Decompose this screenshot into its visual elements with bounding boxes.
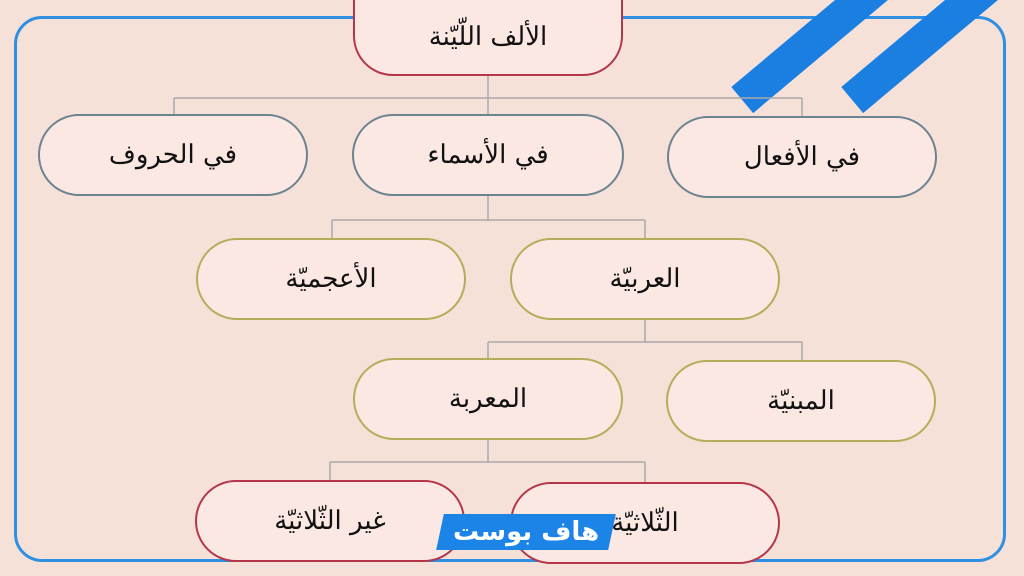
node-declinable: المعربة — [353, 358, 623, 440]
node-arabic: العربيّة — [510, 238, 780, 320]
node-foreign: الأعجميّة — [196, 238, 466, 320]
node-in-verbs: في الأفعال — [667, 116, 937, 198]
node-in-letters: في الحروف — [38, 114, 308, 196]
node-non-triliteral: غير الثّلاثيّة — [195, 480, 465, 562]
watermark-logo: هاف بوست — [436, 514, 616, 550]
node-indeclinable: المبنيّة — [666, 360, 936, 442]
node-in-nouns: في الأسماء — [352, 114, 624, 196]
watermark-text: هاف بوست — [452, 517, 600, 547]
root-node: الألف اللّيّنة — [353, 0, 623, 76]
